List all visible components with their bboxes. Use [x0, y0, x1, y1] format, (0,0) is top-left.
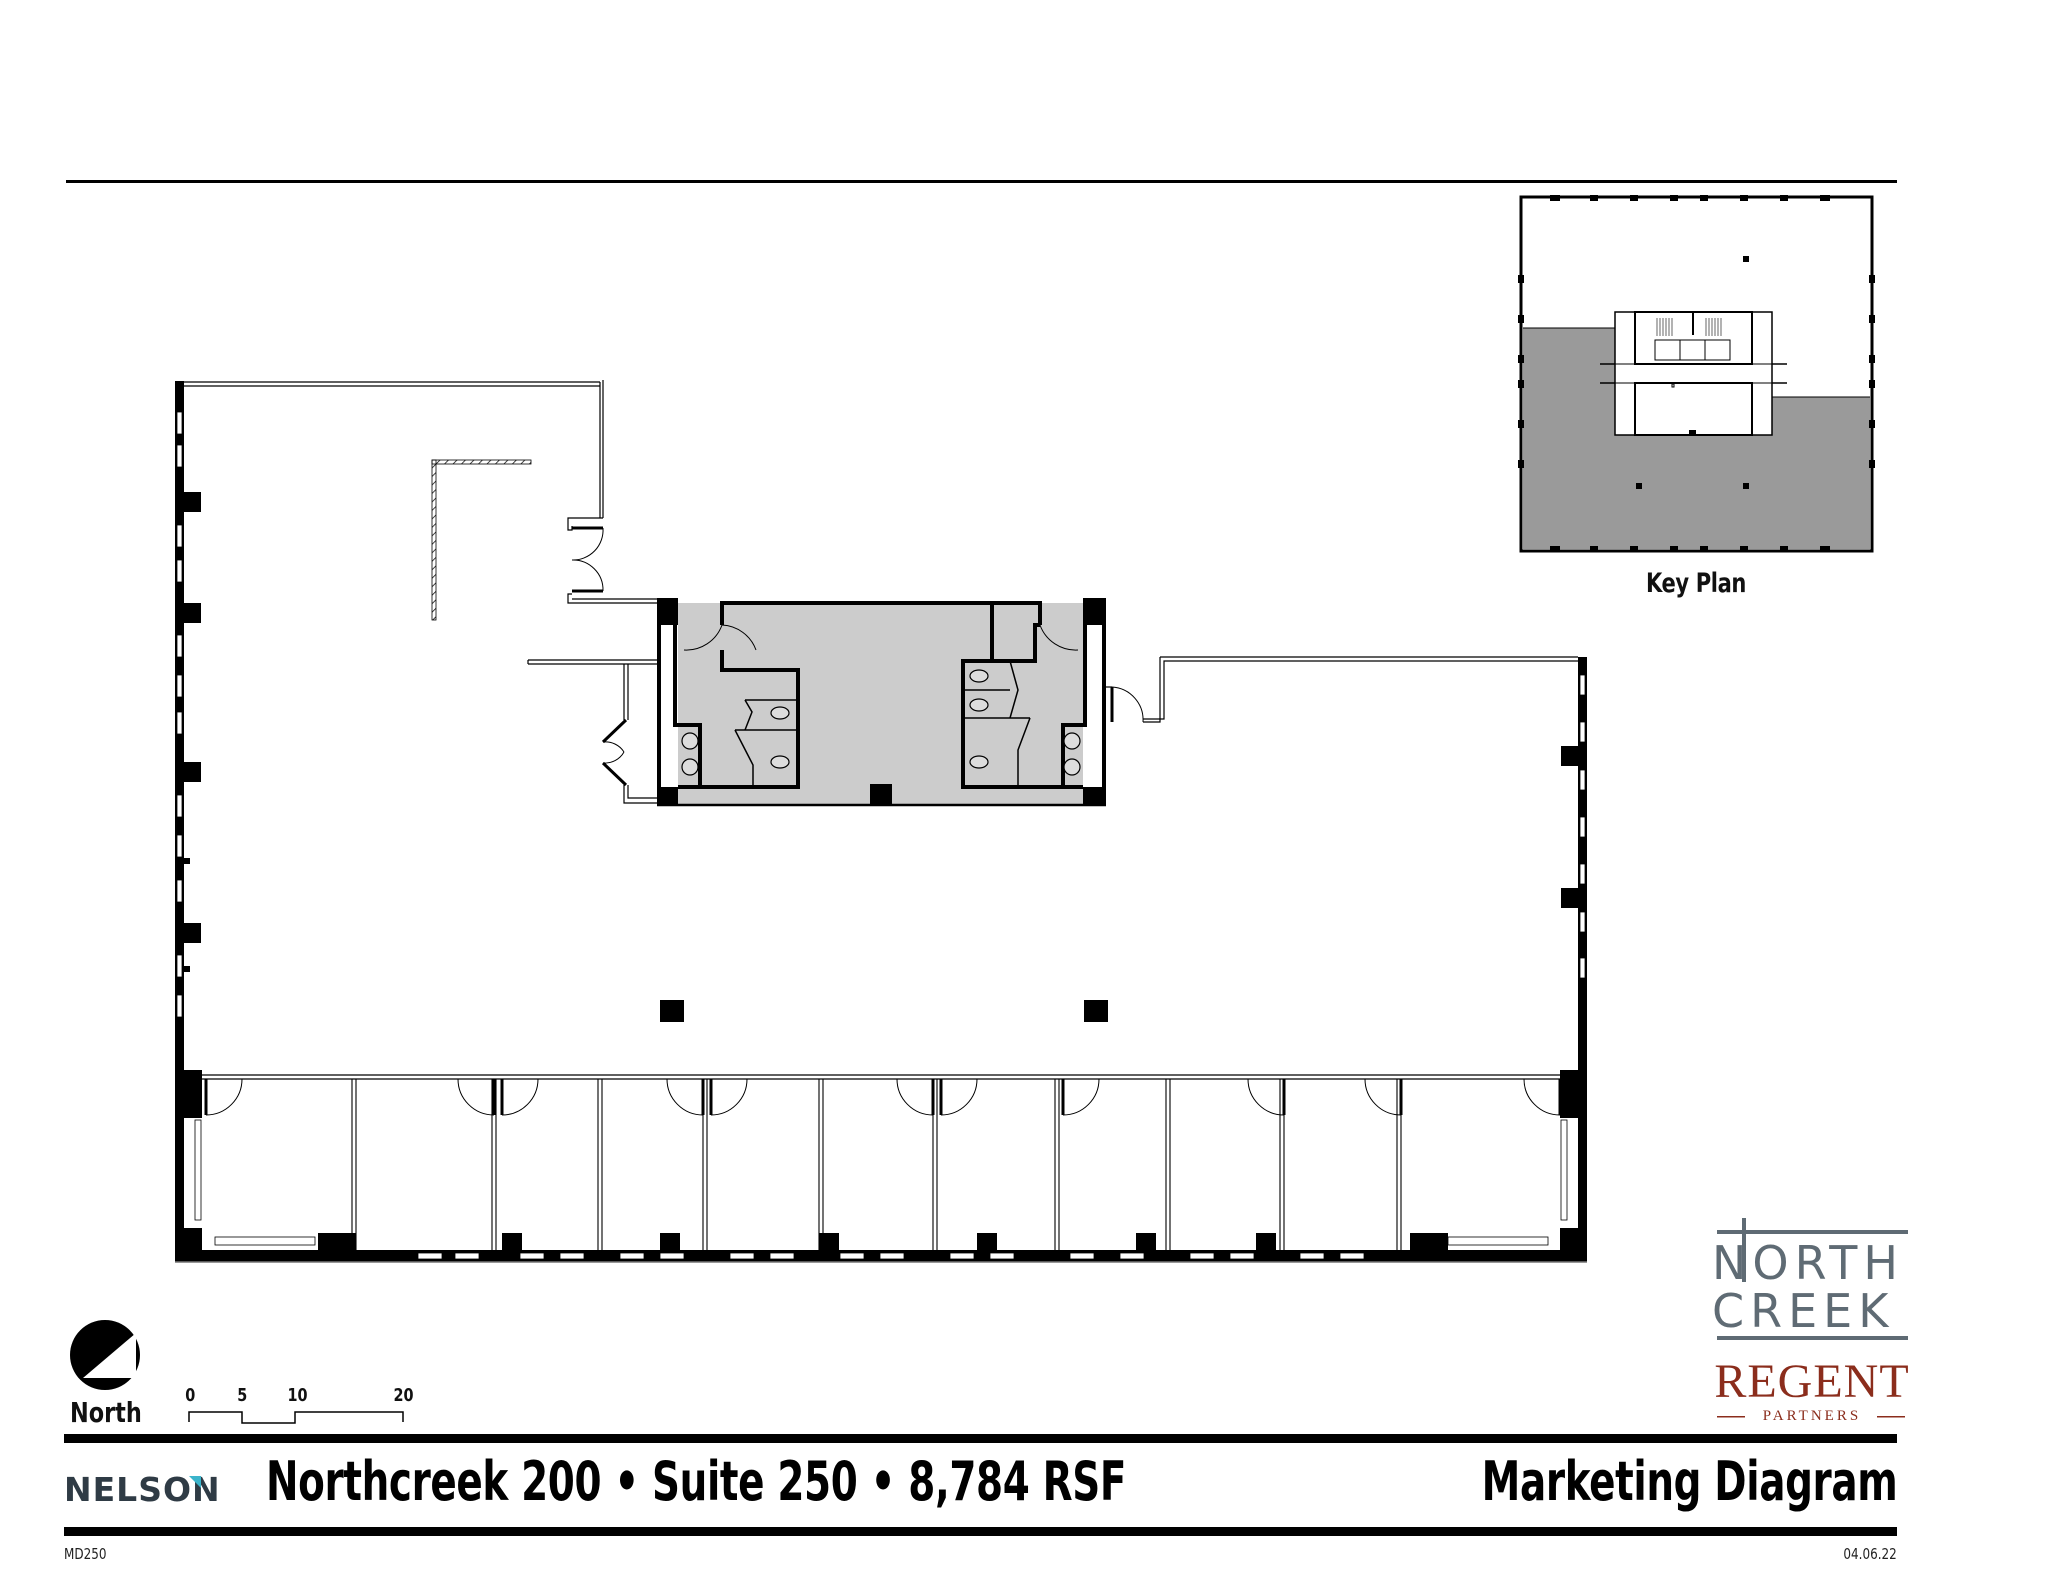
restroom-core [657, 598, 1106, 807]
northcreek-logo-line2: CREEK [1712, 1284, 1895, 1338]
title-block-bottom-bar [64, 1527, 1897, 1536]
north-arrow-icon [70, 1320, 140, 1390]
top-rule [66, 180, 1897, 183]
sheet-type: Marketing Diagram [1481, 1450, 1897, 1513]
suite-floor-plan [175, 380, 1587, 1263]
regent-partners-label: PARTNERS [1762, 1408, 1862, 1424]
scale-tick-5: 5 [237, 1385, 248, 1406]
building-columns [660, 1000, 1108, 1022]
key-plan-label: Key Plan [1645, 568, 1747, 599]
sheet-date: 04.06.22 [1843, 1545, 1897, 1563]
title-block-top-bar [64, 1434, 1897, 1443]
scale-tick-20: 20 [393, 1385, 414, 1406]
scale-tick-0: 0 [185, 1385, 196, 1406]
sheet-title: Northcreek 200 • Suite 250 • 8,784 RSF [266, 1450, 1127, 1513]
sheet-code: MD250 [64, 1545, 107, 1563]
private-offices [175, 1070, 1587, 1263]
northcreek-logo-icon [1717, 1218, 1908, 1418]
scale-tick-10: 10 [287, 1385, 308, 1406]
north-label: North [70, 1396, 142, 1429]
nelson-accent-icon [189, 1476, 201, 1488]
key-plan-drawing [1518, 195, 1875, 553]
regent-logo: REGENT [1714, 1355, 1910, 1408]
northcreek-logo-line1: NORTH [1712, 1236, 1904, 1290]
scale-bar [188, 1411, 404, 1424]
